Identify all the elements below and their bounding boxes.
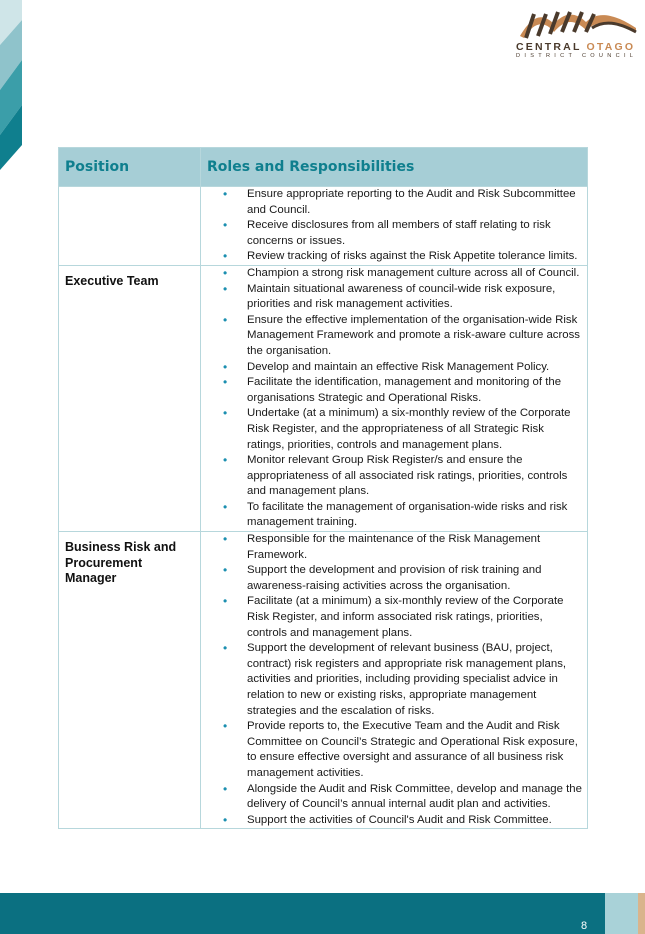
list-item: Support the development of relevant busi… — [201, 641, 583, 719]
list-item: Facilitate the identification, managemen… — [201, 375, 583, 406]
responsibilities-cell: Responsible for the maintenance of the R… — [201, 532, 587, 828]
footer-band — [0, 893, 605, 934]
list-item: Support the activities of Council's Audi… — [201, 813, 583, 829]
list-item: Develop and maintain an effective Risk M… — [201, 360, 583, 376]
mountain-logo-icon — [520, 11, 637, 39]
list-item: Maintain situational awareness of counci… — [201, 282, 583, 313]
logo-wordmark: CENTRAL OTAGO — [516, 41, 642, 53]
list-item: Champion a strong risk management cultur… — [201, 266, 583, 282]
table-row: Ensure appropriate reporting to the Audi… — [59, 187, 587, 266]
logo-word-otago: OTAGO — [586, 41, 636, 53]
list-item: Responsible for the maintenance of the R… — [201, 532, 583, 563]
footer-edge-strip — [638, 893, 645, 934]
council-logo — [512, 6, 640, 64]
roles-table: Position Roles and Responsibilities Ensu… — [58, 147, 588, 830]
list-item: To facilitate the management of organisa… — [201, 500, 583, 531]
list-item: Facilitate (at a minimum) a six-monthly … — [201, 594, 583, 641]
responsibilities-cell: Ensure appropriate reporting to the Audi… — [201, 187, 587, 265]
position-cell: Executive Team — [59, 265, 201, 532]
table-row: Business Risk and Procurement Manager Re… — [59, 532, 587, 829]
decorative-side-band — [0, 0, 30, 175]
responsibilities-cell: Champion a strong risk management cultur… — [201, 266, 587, 531]
list-item: Support the development and provision of… — [201, 563, 583, 594]
footer-accent-block — [605, 893, 638, 934]
header-position: Position — [59, 148, 201, 186]
position-cell — [59, 187, 201, 265]
table-row: Executive Team Champion a strong risk ma… — [59, 265, 587, 533]
list-item: Ensure the effective implementation of t… — [201, 313, 583, 360]
logo-subtitle: DISTRICT COUNCIL — [516, 53, 638, 59]
list-item: Receive disclosures from all members of … — [201, 218, 583, 249]
table-header: Position Roles and Responsibilities — [59, 148, 587, 187]
logo-word-central: CENTRAL — [516, 41, 582, 53]
page-number: 8 — [580, 920, 588, 932]
list-item: Review tracking of risks against the Ris… — [201, 249, 583, 265]
list-item: Monitor relevant Group Risk Register/s a… — [201, 453, 583, 500]
list-item: Undertake (at a minimum) a six-monthly r… — [201, 406, 583, 453]
header-roles: Roles and Responsibilities — [207, 159, 415, 175]
position-cell: Business Risk and Procurement Manager — [59, 532, 201, 829]
list-item: Alongside the Audit and Risk Committee, … — [201, 782, 583, 813]
list-item: Ensure appropriate reporting to the Audi… — [201, 187, 583, 218]
list-item: Provide reports to, the Executive Team a… — [201, 719, 583, 781]
